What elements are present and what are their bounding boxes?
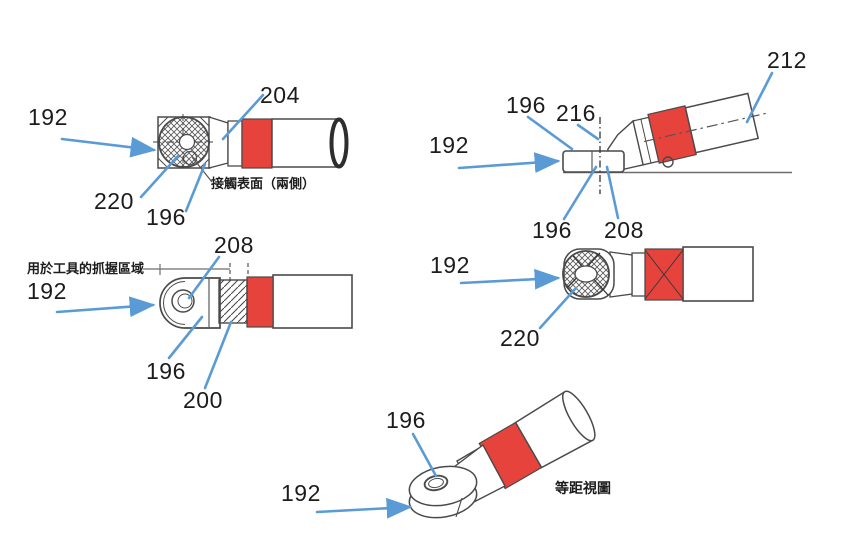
ref-label-side-212: 212 (767, 47, 807, 73)
ref-label-flat-200: 200 (183, 387, 223, 413)
leader-flat-200 (203, 320, 233, 390)
leader-rear-220 (139, 154, 180, 199)
view-isometric (408, 390, 596, 519)
red-band (241, 118, 273, 169)
bolt-hole-inner (428, 477, 444, 489)
leader-flat-208 (187, 255, 221, 300)
leader-iso-196 (411, 432, 438, 478)
ref-label-rear-220: 220 (94, 188, 134, 214)
leader-front-192 (459, 268, 561, 290)
ref-label-side-196-top: 196 (506, 92, 546, 118)
red-band-cross (644, 249, 684, 300)
caption-grip-area: 用於工具的抓握區域 (27, 261, 145, 276)
leader-flat-196 (167, 315, 204, 360)
caption-contact-surface: 接觸表面（兩側） (211, 176, 316, 191)
red-band (246, 276, 274, 328)
barrel-end-cap (562, 390, 596, 442)
tilted-body (607, 92, 767, 174)
ref-label-iso-192: 192 (281, 480, 321, 506)
leader-side-208 (605, 165, 620, 220)
eye-inner-edge (163, 281, 186, 325)
leader-rear-204 (221, 93, 265, 141)
ref-label-flat-208: 208 (214, 232, 254, 258)
barrel-body (682, 246, 754, 302)
barrel-open-end (329, 117, 349, 169)
barrel-body (271, 118, 339, 168)
ref-label-side-192: 192 (429, 132, 469, 158)
corner-chamfers (157, 116, 211, 169)
band-dimple (662, 156, 674, 168)
center-hole (574, 265, 598, 283)
leader-side-212 (745, 71, 774, 124)
ref-label-iso-196: 196 (386, 407, 426, 433)
contact-surface-circle (182, 150, 198, 166)
leader-side-216 (576, 123, 600, 141)
ref-label-front-192: 192 (430, 252, 470, 278)
cone-transition (208, 116, 229, 169)
ref-label-side-216: 216 (556, 100, 596, 126)
ref-label-rear-192: 192 (28, 104, 68, 130)
ref-label-side-196-bottom: 196 (532, 217, 572, 243)
view-side-resting (562, 92, 792, 194)
leader-rear-192 (60, 136, 157, 158)
collar-band (227, 120, 243, 167)
knurled-grip-zone (218, 279, 248, 324)
ref-label-side-208: 208 (604, 217, 644, 243)
bolt-hole (171, 289, 195, 313)
view-rear-axial (153, 114, 349, 183)
leader-iso-192 (315, 497, 413, 519)
view-side-flat (143, 263, 353, 329)
leader-lines (55, 71, 774, 519)
leader-flat-192 (55, 296, 156, 318)
barrel-body (272, 274, 353, 329)
ref-label-front-220: 220 (500, 325, 540, 351)
ref-label-rear-196: 196 (146, 204, 186, 230)
leader-side-196-bottom (562, 165, 598, 221)
ref-label-flat-196: 196 (146, 358, 186, 384)
leader-side-192 (457, 152, 561, 174)
view-front-axial (562, 246, 754, 302)
ref-label-rear-204: 204 (260, 82, 300, 108)
leader-rear-196 (184, 162, 207, 213)
leader-front-220 (538, 286, 578, 330)
bolt-hole-inner (177, 293, 193, 309)
caption-isometric-view: 等距視圖 (555, 480, 611, 496)
boss-facet-line (455, 497, 463, 518)
leader-side-196-top (526, 115, 574, 151)
collar-band (631, 252, 646, 297)
center-hole (178, 133, 196, 151)
ref-label-flat-192: 192 (27, 278, 67, 304)
